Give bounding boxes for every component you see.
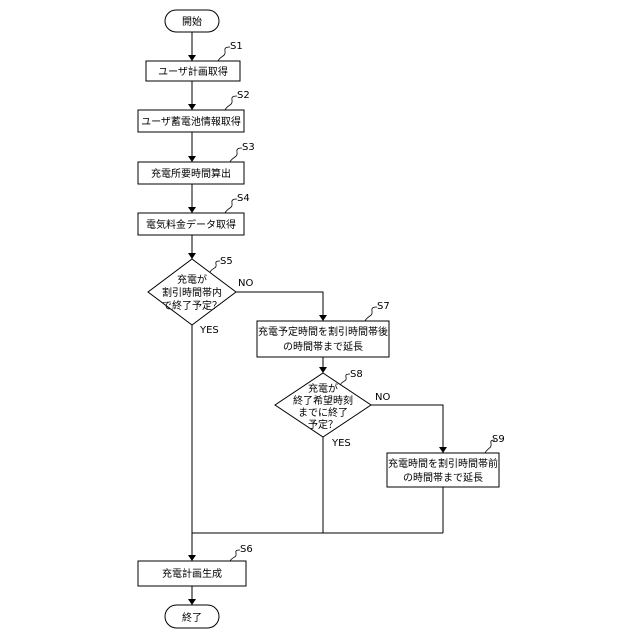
s1-label: ユーザ計画取得 [158,65,228,78]
step-s9-box: 充電時間を割引時間帯前 の時間帯まで延長 [387,453,499,487]
arrowhead-s4 [188,207,196,213]
s8-label-line3: までに終了 [298,406,348,419]
decision-s5: 充電が 割引時間帯内 で終了予定？ [148,259,236,325]
arrowhead-s5 [188,253,196,259]
s4-leader [225,199,237,213]
s8-label-line4: 予定？ [308,418,338,431]
s5-leader [210,261,220,272]
arrowhead-s6 [188,555,196,561]
step-s6-box: 充電計画生成 [138,561,246,586]
arrowhead-s1 [188,55,196,61]
s5-label-line3: で終了予定？ [162,299,222,312]
s8-label-line2: 終了希望時刻 [293,394,353,407]
s5-yes-label: YES [199,325,219,336]
step-s3-box: 充電所要時間算出 [138,162,244,184]
s8-no-label: NO [375,392,390,403]
start-terminal: 開始 [165,10,219,32]
s2-label: ユーザ蓄電池情報取得 [141,115,241,128]
s7-label-line2: の時間帯まで延長 [283,340,363,353]
step-number-s2: S2 [237,90,250,101]
step-number-s7: S7 [377,301,390,312]
end-terminal: 終了 [165,605,219,628]
step-number-s8: S8 [350,369,363,380]
s7-leader [365,307,377,321]
s7-label-line1: 充電予定時間を割引時間帯後 [258,325,388,338]
step-s1-box: ユーザ計画取得 [146,61,240,81]
step-s4-box: 電気料金データ取得 [138,213,244,235]
step-number-s1: S1 [230,41,243,52]
s6-leader [230,550,240,561]
decision-s8: 充電が 終了希望時刻 までに終了 予定？ [275,373,371,437]
step-s7-box: 充電予定時間を割引時間帯後 の時間帯まで延長 [257,321,389,357]
step-number-s6: S6 [240,544,253,555]
s5-label-line2: 割引時間帯内 [162,286,222,299]
arrowhead-s2 [188,104,196,110]
s8-leader [340,374,350,385]
edge-s8-no-s9 [371,405,443,453]
s9-label-line2: の時間帯まで延長 [403,471,483,484]
s3-leader [230,148,242,162]
step-s2-box: ユーザ蓄電池情報取得 [138,110,244,132]
s5-no-label: NO [238,278,253,289]
start-label: 開始 [182,15,202,28]
s1-leader [218,47,230,61]
arrowhead-s8 [319,367,327,373]
s5-label-line1: 充電が [177,273,207,286]
arrowhead-s7 [319,315,327,321]
arrowhead-end [188,599,196,605]
step-number-s3: S3 [242,142,255,153]
step-number-s4: S4 [237,193,250,204]
step-number-s9: S9 [492,434,505,445]
branch-labels: NO YES NO YES [199,278,390,449]
step-number-s5: S5 [220,256,233,267]
s6-label: 充電計画生成 [162,567,222,580]
s9-label-line1: 充電時間を割引時間帯前 [388,457,498,470]
end-label: 終了 [182,611,202,624]
s8-yes-label: YES [331,438,351,449]
arrowhead-s9 [439,447,447,453]
arrowhead-s3 [188,156,196,162]
s2-leader [225,96,237,110]
s4-label: 電気料金データ取得 [146,218,236,231]
s8-label-line1: 充電が [308,382,338,395]
s3-label: 充電所要時間算出 [151,167,231,180]
edge-s5-no-s7 [236,292,323,321]
